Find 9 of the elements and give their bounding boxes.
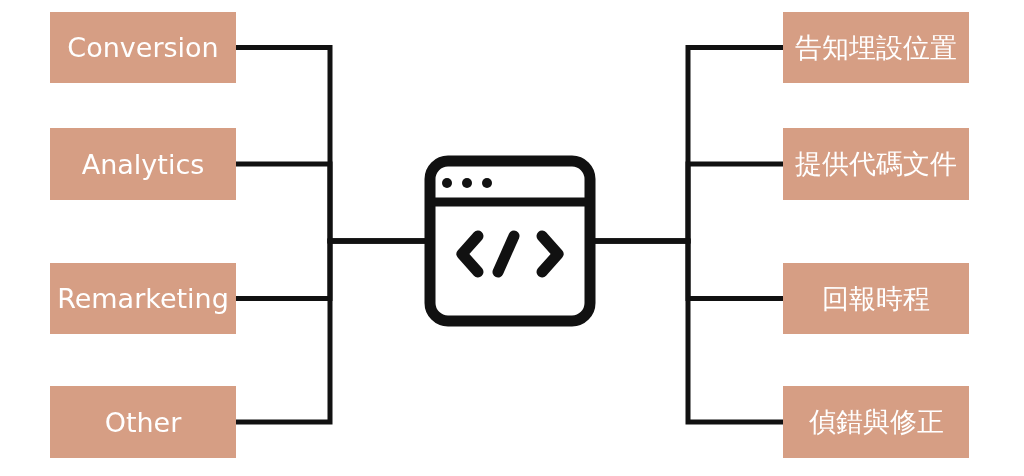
label-box: 偵錯與修正 [783, 386, 969, 458]
label-box: Remarketing [50, 263, 236, 334]
label-box: Analytics [50, 128, 236, 200]
label-box: 回報時程 [783, 263, 969, 334]
label-box: Conversion [50, 12, 236, 83]
label-box: 告知埋設位置 [783, 12, 969, 83]
label-box: 提供代碼文件 [783, 128, 969, 200]
label-box: Other [50, 386, 236, 458]
connector [236, 238, 428, 425]
